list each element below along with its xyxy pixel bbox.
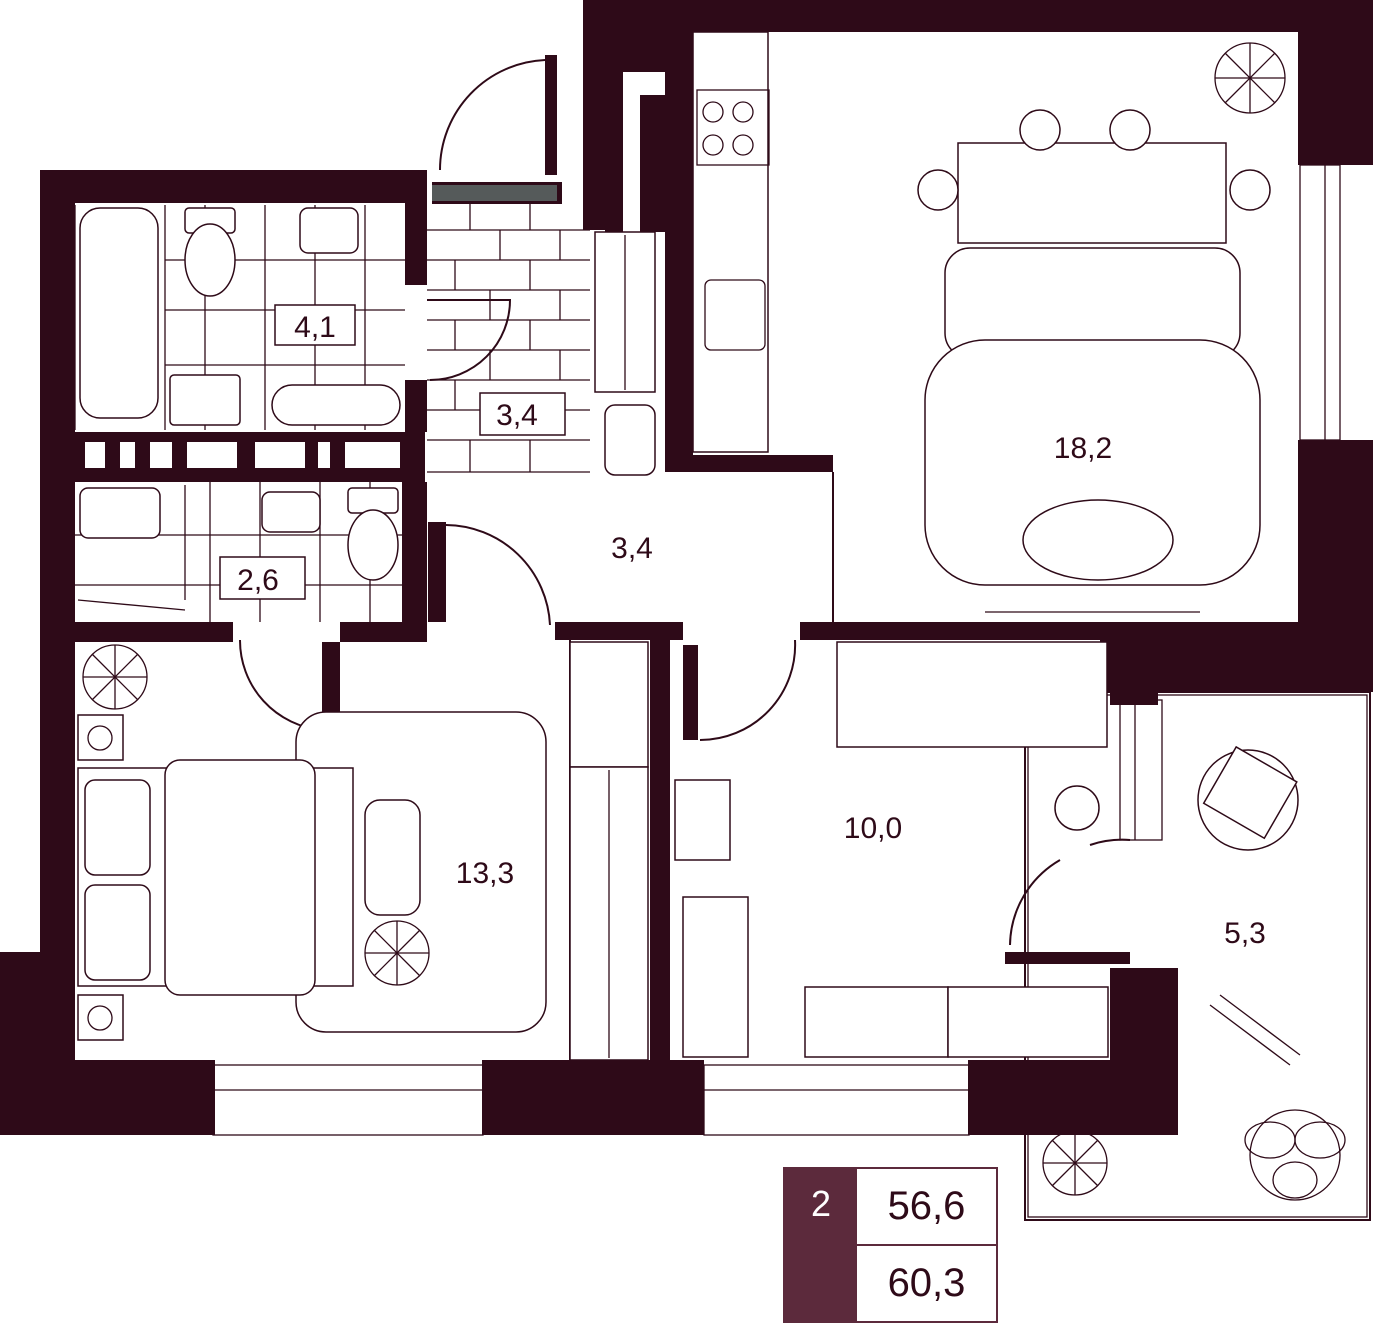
area-label-kitchen-living: 18,2	[1054, 432, 1112, 465]
kitchen-furniture	[692, 31, 1271, 613]
windows	[212, 164, 1341, 1136]
area-label-balcony: 5,3	[1224, 917, 1266, 950]
plant-icon-kitchen	[1214, 42, 1286, 114]
plant-icon-bedroom-top	[82, 644, 148, 710]
plant-icon-bedroom-bottom	[364, 920, 430, 986]
walls	[0, 0, 1373, 1135]
area-label-entrance-hall: 3,4	[496, 399, 538, 432]
area-label-bedroom: 13,3	[456, 857, 514, 890]
hall-furniture	[569, 231, 656, 1061]
balcony-decor	[1197, 745, 1301, 1066]
bedroom-furniture	[77, 711, 547, 1041]
children-room-furniture	[674, 641, 1109, 1058]
area-labels: 4,1 3,4 3,4 2,6 18,2 13,3 10,0 5,3	[219, 304, 1266, 950]
area-label-children-room: 10,0	[844, 812, 902, 845]
area-label-corridor: 3,4	[611, 532, 653, 565]
plant-icon-balcony-left	[1042, 1130, 1108, 1196]
balcony-outline	[1024, 691, 1371, 1221]
living-area: 56,6	[887, 1184, 966, 1228]
plant-icon-balcony-right	[1244, 1109, 1346, 1201]
area-summary: 2 56,6 60,3	[783, 1167, 998, 1323]
area-label-bathroom: 4,1	[294, 311, 336, 344]
area-label-toilet: 2,6	[237, 564, 279, 597]
area-values: 56,6 60,3	[857, 1169, 996, 1321]
total-area: 60,3	[857, 1244, 996, 1321]
bathroom-fixtures	[77, 207, 401, 611]
room-count: 2	[785, 1169, 857, 1321]
plant-icons	[82, 42, 1346, 1201]
